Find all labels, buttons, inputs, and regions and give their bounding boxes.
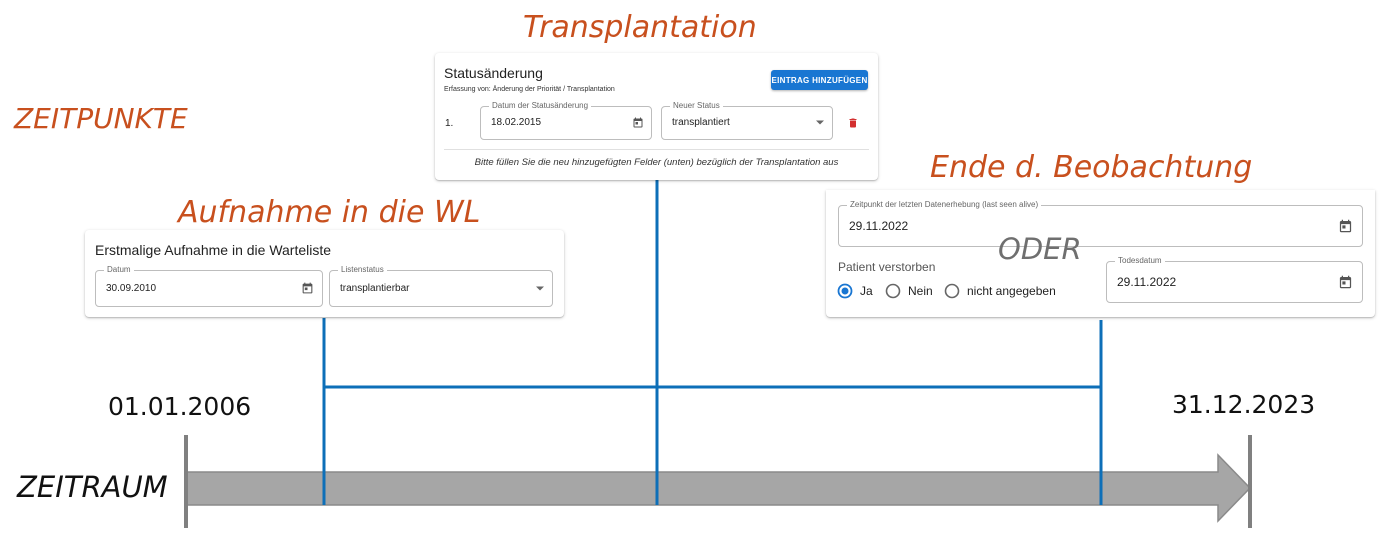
calendar-icon[interactable]	[632, 116, 644, 129]
new-status-select[interactable]: Neuer Status transplantiert	[661, 100, 833, 140]
oder-label: ODER	[998, 232, 1082, 266]
field-label: Datum	[104, 264, 134, 276]
calendar-icon[interactable]	[1338, 274, 1353, 290]
field-value: 29.11.2022	[849, 219, 909, 233]
field-label: Neuer Status	[670, 100, 723, 112]
radio-unchecked-icon[interactable]	[944, 283, 960, 299]
last-seen-alive-field[interactable]: Zeitpunkt der letzten Datenerhebung (las…	[838, 199, 1363, 247]
field-value: 29.11.2022	[1117, 275, 1177, 289]
field-label: Zeitpunkt der letzten Datenerhebung (las…	[847, 199, 1042, 211]
radio-checked-icon[interactable]	[837, 283, 853, 299]
radio-option-nein[interactable]: Nein	[885, 282, 933, 300]
field-value: transplantierbar	[340, 283, 410, 294]
radio-label: Nein	[908, 284, 933, 298]
status-change-card: Statusänderung Erfassung von: Änderung d…	[435, 53, 878, 180]
chevron-down-icon	[536, 286, 544, 291]
transplant-note: Bitte füllen Sie die neu hinzugefügten F…	[474, 157, 839, 168]
calendar-icon[interactable]	[1338, 218, 1353, 234]
listing-date-field[interactable]: Datum 30.09.2010	[95, 264, 323, 307]
heading-aufnahme: Aufnahme in die WL	[178, 195, 481, 230]
field-value: 18.02.2015	[491, 117, 542, 128]
field-value: 30.09.2010	[106, 283, 157, 294]
start-date-label: 01.01.2006	[108, 392, 252, 421]
calendar-icon[interactable]	[301, 281, 314, 295]
heading-ende: Ende d. Beobachtung	[930, 150, 1253, 185]
field-label: Todesdatum	[1115, 255, 1165, 267]
field-label: Listenstatus	[338, 264, 387, 276]
radio-label: Ja	[860, 284, 873, 298]
add-entry-button[interactable]: EINTRAG HINZUFÜGEN	[771, 70, 868, 90]
delete-icon[interactable]	[847, 116, 859, 130]
card-title: Erstmalige Aufnahme in die Warteliste	[95, 242, 332, 258]
chevron-down-icon	[816, 120, 824, 125]
radio-unchecked-icon[interactable]	[885, 283, 901, 299]
divider	[444, 149, 869, 150]
radio-option-ja[interactable]: Ja	[837, 282, 873, 300]
field-label: Datum der Statusänderung	[489, 100, 592, 112]
radio-option-nicht-angegeben[interactable]: nicht angegeben	[944, 282, 1056, 300]
status-date-field[interactable]: Datum der Statusänderung 18.02.2015	[480, 100, 652, 140]
field-value: transplantiert	[672, 117, 730, 128]
zeitraum-label: ZEITRAUM	[17, 470, 168, 504]
deceased-label: Patient verstorben	[838, 260, 936, 274]
death-date-field[interactable]: Todesdatum 29.11.2022	[1106, 255, 1363, 303]
heading-transplantation: Transplantation	[523, 10, 757, 45]
card-title: Statusänderung	[444, 65, 543, 81]
end-observation-card: Zeitpunkt der letzten Datenerhebung (las…	[826, 190, 1375, 317]
card-subtitle: Erfassung von: Änderung der Priorität / …	[444, 86, 615, 93]
end-date-label: 31.12.2023	[1172, 390, 1316, 419]
heading-zeitpunkte: ZEITPUNKTE	[14, 102, 188, 135]
zeitraum-arrow	[185, 453, 1252, 523]
initial-listing-card: Erstmalige Aufnahme in die Warteliste Da…	[85, 230, 564, 317]
list-status-select[interactable]: Listenstatus transplantierbar	[329, 264, 553, 307]
radio-label: nicht angegeben	[967, 284, 1056, 298]
row-index: 1.	[445, 118, 454, 129]
